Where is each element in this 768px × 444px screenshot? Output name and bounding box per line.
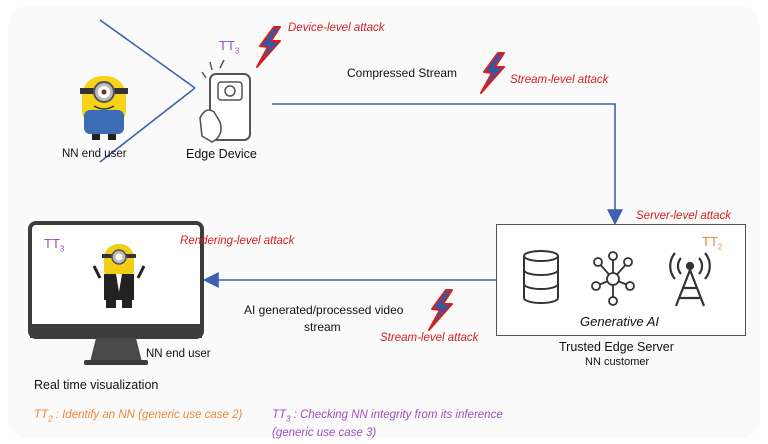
stream-level-attack-bottom-label: Stream-level attack xyxy=(380,332,479,344)
tt2-footnote: TT2 : Identify an NN (generic use case 2… xyxy=(34,409,243,424)
ai-stream-label-line2: stream xyxy=(304,320,341,334)
stream-attack-bottom-lightning-icon xyxy=(428,289,453,331)
rendering-level-attack-label: Rendering-level attack xyxy=(180,235,295,247)
sight-line-lower xyxy=(99,87,196,163)
generative-ai-label: Generative AI xyxy=(580,314,660,329)
minion-agent-image xyxy=(92,244,146,308)
compressed-stream-arrow xyxy=(272,103,623,226)
compressed-stream-label: Compressed Stream xyxy=(347,66,458,80)
stream-level-attack-top-label: Stream-level attack xyxy=(510,74,609,86)
sight-line-upper xyxy=(99,19,196,89)
antenna-tower-icon xyxy=(669,252,711,307)
monitor-tt3-label: TT3 xyxy=(44,236,65,254)
stream-attack-top-lightning-icon xyxy=(480,52,505,94)
trusted-edge-server-label: Trusted Edge Server xyxy=(559,340,674,354)
ai-stream-label-line1: AI generated/processed video xyxy=(244,303,404,317)
device-level-attack-label: Device-level attack xyxy=(288,22,385,34)
trusted-edge-server-box xyxy=(496,224,746,336)
tt3-footnote: TT3 : Checking NN integrity from its inf… xyxy=(272,409,503,440)
real-time-visualization-label: Real time visualization xyxy=(34,378,159,392)
nn-end-user-bottom-label: NN end user xyxy=(146,348,211,360)
neural-network-icon xyxy=(591,251,635,306)
database-icon xyxy=(523,250,559,304)
edge-device-label: Edge Device xyxy=(186,147,257,161)
device-attack-lightning-icon xyxy=(256,26,281,68)
edge-device-tt3-label: TT3 xyxy=(219,38,240,56)
nn-end-user-top-label: NN end user xyxy=(62,148,127,160)
server-tt2-label: TT2 xyxy=(702,234,723,252)
server-level-attack-label: Server-level attack xyxy=(636,210,732,222)
nn-customer-label: NN customer xyxy=(585,356,650,368)
